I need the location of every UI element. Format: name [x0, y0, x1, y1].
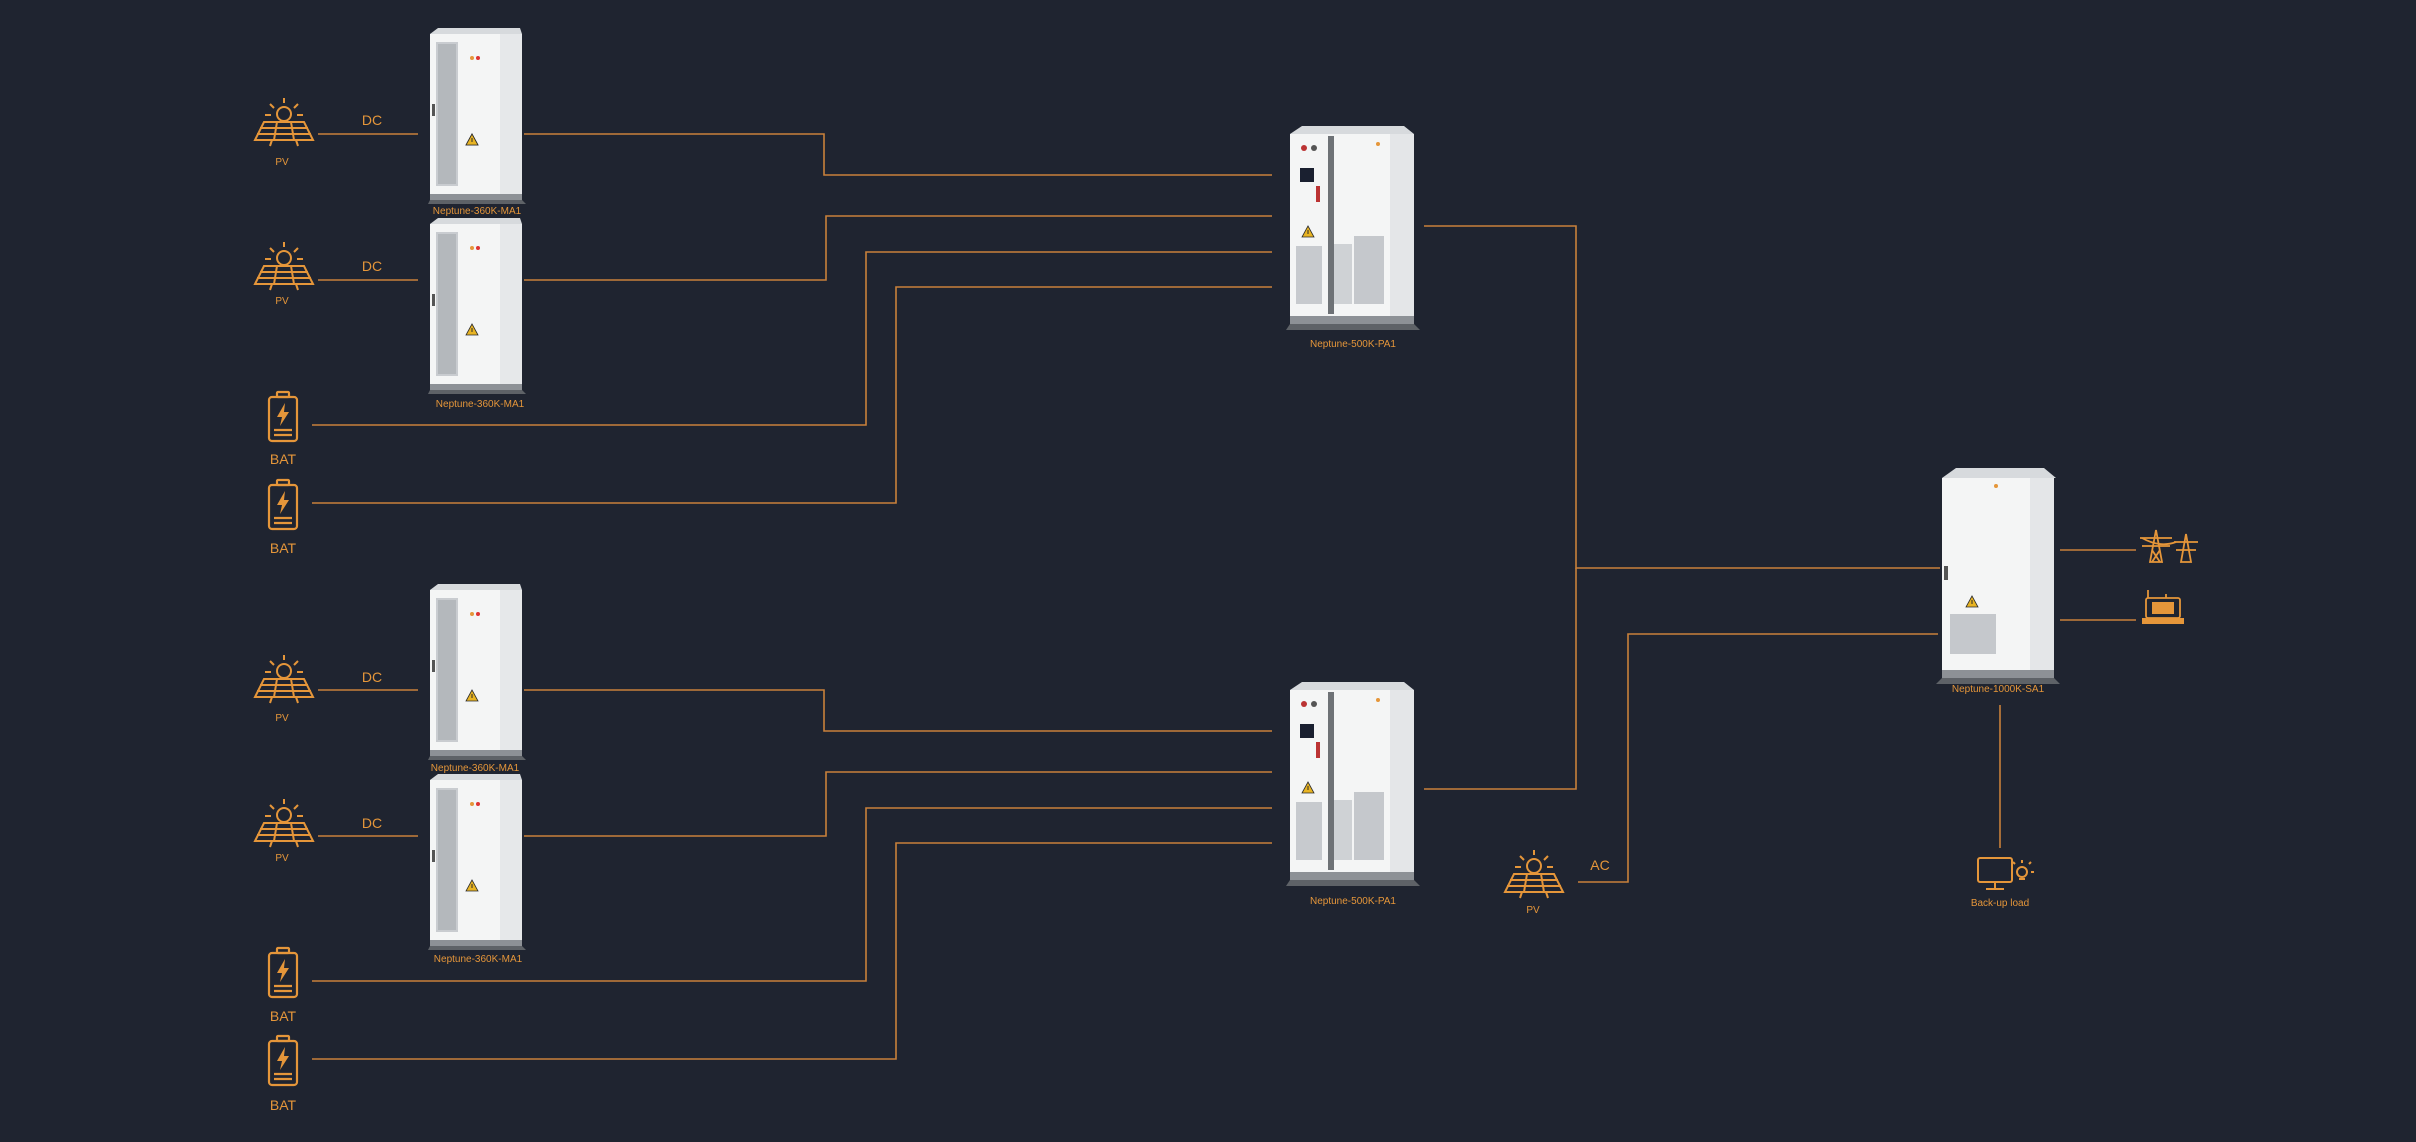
solar-panel-icon: [254, 241, 314, 291]
pcs-pa1-1[interactable]: [1286, 126, 1420, 330]
pcs-pa1-2[interactable]: [1286, 682, 1420, 886]
pv-source-2: PV: [254, 241, 314, 307]
connection-lines: [312, 133, 2136, 1060]
pcs-pa1-2-label: Neptune-500K-PA1: [1310, 896, 1396, 907]
inverter-ma1-3-label: Neptune-360K-MA1: [431, 763, 520, 774]
bat-label: BAT: [270, 451, 297, 467]
battery-1: BAT: [267, 390, 299, 467]
solar-panel-icon: [254, 654, 314, 704]
battery-4: BAT: [267, 1034, 299, 1113]
inverter-ma1-2[interactable]: [428, 218, 526, 394]
backup-load-label: Back-up load: [1971, 898, 2029, 909]
system-sa1-label: Neptune-1000K-SA1: [1952, 684, 2045, 695]
dc-label: DC: [362, 669, 382, 685]
pcs-pa1-1-label: Neptune-500K-PA1: [1310, 339, 1396, 350]
inverter-ma1-2-label: Neptune-360K-MA1: [436, 399, 525, 410]
solar-panel-icon: [254, 97, 314, 147]
system-sa1[interactable]: [1936, 468, 2060, 684]
pv-source-4: PV: [254, 798, 314, 864]
dc-label: DC: [362, 112, 382, 128]
pv-label: PV: [275, 296, 289, 307]
battery-2: BAT: [267, 478, 299, 556]
inverter-ma1-3[interactable]: [428, 584, 526, 760]
solar-panel-icon: [1504, 849, 1564, 899]
solar-panel-icon: [254, 798, 314, 848]
generator-icon: [2142, 590, 2184, 624]
bat-label: BAT: [270, 540, 297, 556]
inverter-ma1-4-label: Neptune-360K-MA1: [434, 954, 523, 965]
pv-label: PV: [275, 713, 289, 724]
pv-source-3: PV: [254, 654, 314, 724]
battery-icon: [267, 390, 299, 443]
bat-label: BAT: [270, 1008, 297, 1024]
pv-source-1: PV: [254, 97, 314, 168]
inverter-ma1-4[interactable]: [428, 774, 526, 950]
monitor-load-icon: [1977, 857, 2034, 890]
pv-label: PV: [275, 157, 289, 168]
dc-label: DC: [362, 258, 382, 274]
pv-label: PV: [1526, 905, 1540, 916]
pv-source-ac: PV: [1504, 849, 1564, 916]
inverter-ma1-1-label: Neptune-360K-MA1: [433, 206, 522, 217]
battery-icon: [267, 478, 299, 531]
battery-3: BAT: [267, 946, 299, 1024]
battery-icon: [267, 946, 299, 999]
inverter-ma1-1[interactable]: [428, 28, 526, 204]
bat-label: BAT: [270, 1097, 297, 1113]
battery-icon: [267, 1034, 299, 1087]
pv-label: PV: [275, 853, 289, 864]
dc-label: DC: [362, 815, 382, 831]
ac-label: AC: [1590, 857, 1609, 873]
grid-tower-icon: [2140, 529, 2198, 563]
